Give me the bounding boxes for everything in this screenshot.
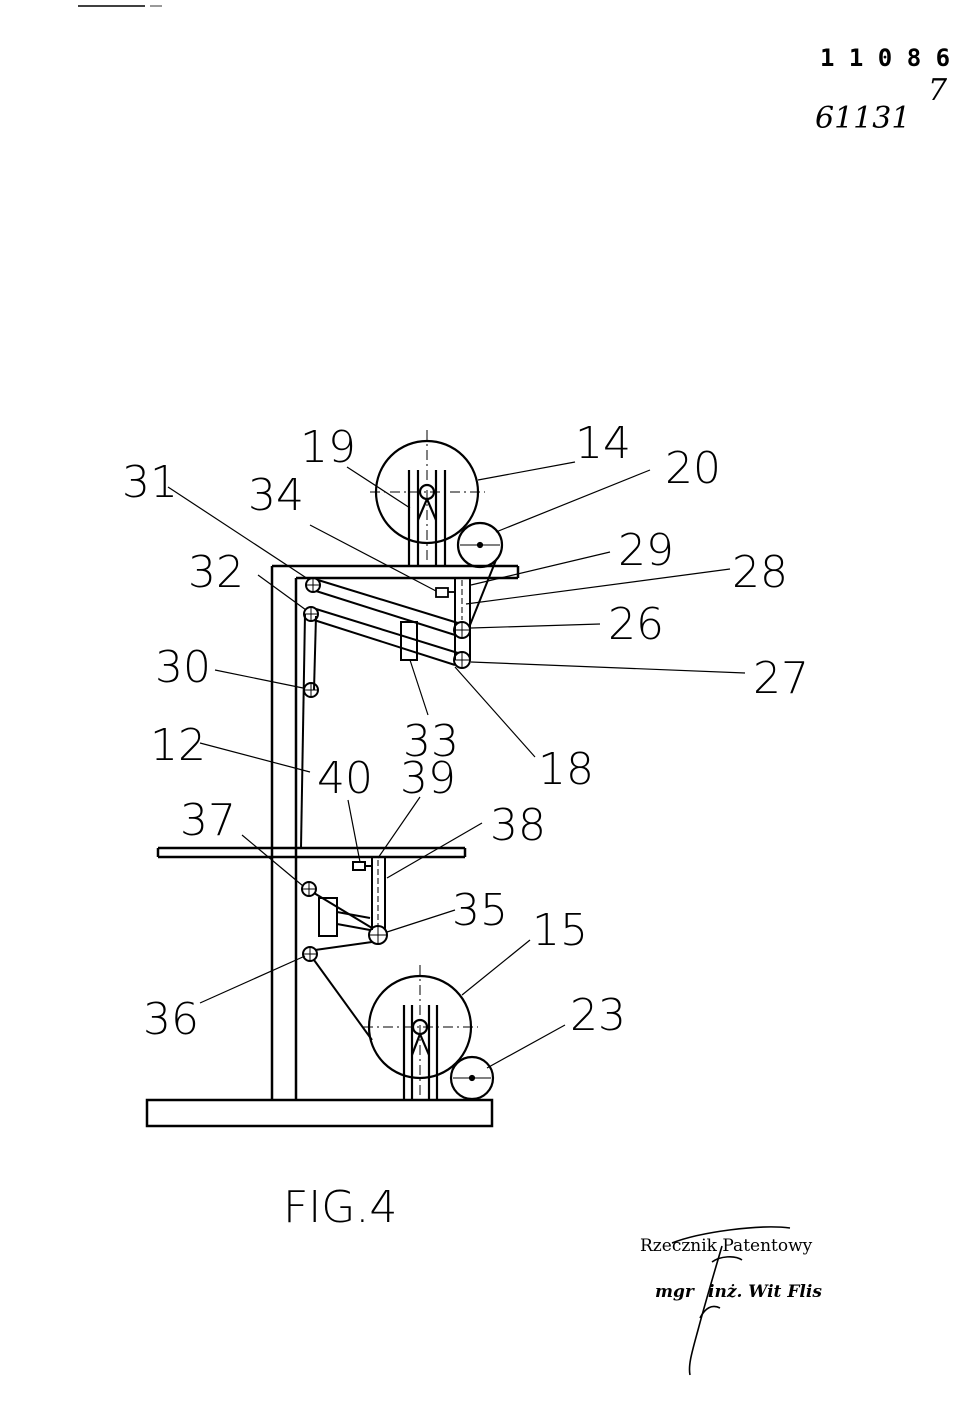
label-19: 19 xyxy=(300,422,356,473)
label-30: 30 xyxy=(155,642,211,693)
label-33: 33 xyxy=(403,716,459,767)
machine-frame xyxy=(145,564,520,1128)
label-34: 34 xyxy=(248,470,304,521)
label-26: 26 xyxy=(608,599,664,650)
block-40 xyxy=(318,897,338,937)
tension-arms-upper xyxy=(300,559,497,849)
sheet-number: 7 xyxy=(928,73,948,108)
label-35: 35 xyxy=(452,885,508,936)
label-39: 39 xyxy=(400,753,456,804)
classification-code: 61131 xyxy=(815,101,910,136)
stamp-line-1: Rzecznik Patentowy xyxy=(640,1236,813,1256)
stamp-line-2-prefix: mgr xyxy=(655,1282,695,1302)
label-38: 38 xyxy=(490,800,546,851)
figure-caption: FIG.4 xyxy=(283,1182,397,1233)
leader-lines xyxy=(167,461,746,1069)
label-12: 12 xyxy=(150,720,206,771)
guide-block-33 xyxy=(400,621,418,661)
base-plate xyxy=(145,1098,494,1128)
reference-numerals: 31 34 19 14 20 32 29 28 26 30 27 12 33 4… xyxy=(122,418,809,1045)
label-36: 36 xyxy=(143,994,199,1045)
label-18: 18 xyxy=(538,744,594,795)
label-32: 32 xyxy=(188,547,244,598)
lower-mechanism xyxy=(301,857,388,1041)
label-28: 28 xyxy=(732,547,788,598)
label-40: 40 xyxy=(317,753,373,804)
label-27: 27 xyxy=(753,653,809,704)
patent-number: 1 1 0 8 6 8 xyxy=(820,44,960,72)
lower-reel-15 xyxy=(363,965,478,1100)
roller-20 xyxy=(456,521,504,569)
label-20: 20 xyxy=(665,443,721,494)
label-29: 29 xyxy=(618,525,674,576)
signature xyxy=(671,1226,791,1376)
label-23: 23 xyxy=(570,990,626,1041)
upper-guide-rollers xyxy=(303,577,471,698)
sensor-block-34 xyxy=(435,587,456,598)
stamp-line-2-name: inż. Wit Flis xyxy=(708,1282,822,1302)
roller-23 xyxy=(449,1055,495,1101)
label-14: 14 xyxy=(575,418,631,469)
label-15: 15 xyxy=(532,905,588,956)
upper-reel-14 xyxy=(370,430,485,566)
label-37: 37 xyxy=(180,795,236,846)
label-31: 31 xyxy=(122,457,178,508)
attorney-stamp: Rzecznik Patentowy mgr inż. Wit Flis xyxy=(640,1236,822,1302)
